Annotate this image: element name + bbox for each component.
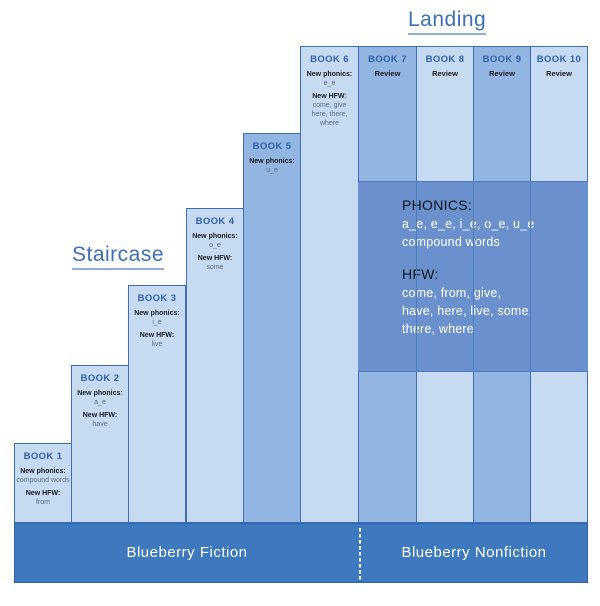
new-phonics-value: o_e [209, 242, 221, 249]
phonics-line: compound words [402, 235, 500, 249]
review-label: Review [546, 69, 572, 78]
new-hfw-value: from [36, 499, 50, 506]
new-hfw-label: New HFW: [82, 412, 118, 419]
new-phonics-label: New phonics: [249, 158, 295, 165]
new-hfw-label: New HFW: [139, 332, 175, 339]
new-hfw-value: come, give here, there, where [311, 102, 348, 127]
spacer [402, 251, 588, 265]
book-title: BOOK 4 [195, 216, 235, 227]
new-phonics-label: New phonics: [77, 390, 123, 397]
book-title: BOOK 10 [536, 54, 582, 65]
book-column-1[interactable]: BOOK 1 New phonics: compound words New H… [14, 443, 72, 523]
new-phonics-value: u_e [266, 167, 278, 174]
new-hfw-value: have [92, 421, 108, 428]
review-label: Review [374, 69, 401, 78]
book-title: BOOK 6 [310, 54, 349, 65]
staircase-heading: Staircase [72, 243, 165, 270]
book-column-4[interactable]: BOOK 4 New phonics: o_e New HFW: some [186, 208, 244, 523]
book-column-5[interactable]: BOOK 5 New phonics: u_e [243, 133, 301, 523]
column-divider [473, 181, 474, 372]
hfw-line: there, where [402, 322, 474, 336]
book-title: BOOK 2 [80, 373, 120, 384]
new-hfw-value: live [151, 341, 163, 348]
book-title: BOOK 7 [368, 54, 407, 65]
book-column-6[interactable]: BOOK 6 New phonics: e_e New HFW: come, g… [300, 46, 359, 523]
book-title: BOOK 1 [23, 451, 63, 462]
new-phonics-label: New phonics: [306, 71, 353, 78]
book-column-3[interactable]: BOOK 3 New phonics: i_e New HFW: live [128, 285, 186, 523]
series-label-fiction: Blueberry Fiction [126, 544, 248, 561]
book-title: BOOK 8 [425, 54, 465, 65]
hfw-heading: HFW: [402, 266, 439, 282]
book-column-2[interactable]: BOOK 2 New phonics: a_e New HFW: have [71, 365, 129, 523]
new-hfw-value: some [206, 264, 224, 271]
column-divider [416, 181, 417, 372]
book-title: BOOK 3 [137, 293, 177, 304]
series-bar: Blueberry Fiction Blueberry Nonfiction [14, 523, 588, 583]
hfw-line: come, from, give, [402, 286, 502, 300]
new-phonics-label: New phonics: [192, 233, 238, 240]
phonics-line: a_e, e_e, i_e, o_e, u_e [402, 217, 535, 231]
book-title: BOOK 5 [252, 141, 292, 152]
new-phonics-value: compound words [16, 477, 70, 484]
new-phonics-value: a_e [94, 399, 106, 406]
book-title: BOOK 9 [482, 54, 522, 65]
landing-heading: Landing [408, 8, 487, 35]
hfw-line: have, here, live, some, [402, 304, 533, 318]
column-divider [530, 181, 531, 372]
series-label-nonfiction: Blueberry Nonfiction [401, 544, 547, 561]
new-phonics-value: e_e [323, 80, 336, 87]
review-label: Review [432, 69, 458, 78]
new-hfw-label: New HFW: [197, 255, 233, 262]
new-hfw-label: New HFW: [312, 93, 347, 100]
series-divider [359, 528, 361, 580]
new-phonics-label: New phonics: [134, 310, 180, 317]
new-phonics-value: i_e [152, 319, 162, 326]
review-label: Review [489, 69, 515, 78]
new-hfw-label: New HFW: [25, 490, 61, 497]
new-phonics-label: New phonics: [20, 468, 66, 475]
phonics-heading: PHONICS: [402, 197, 473, 213]
